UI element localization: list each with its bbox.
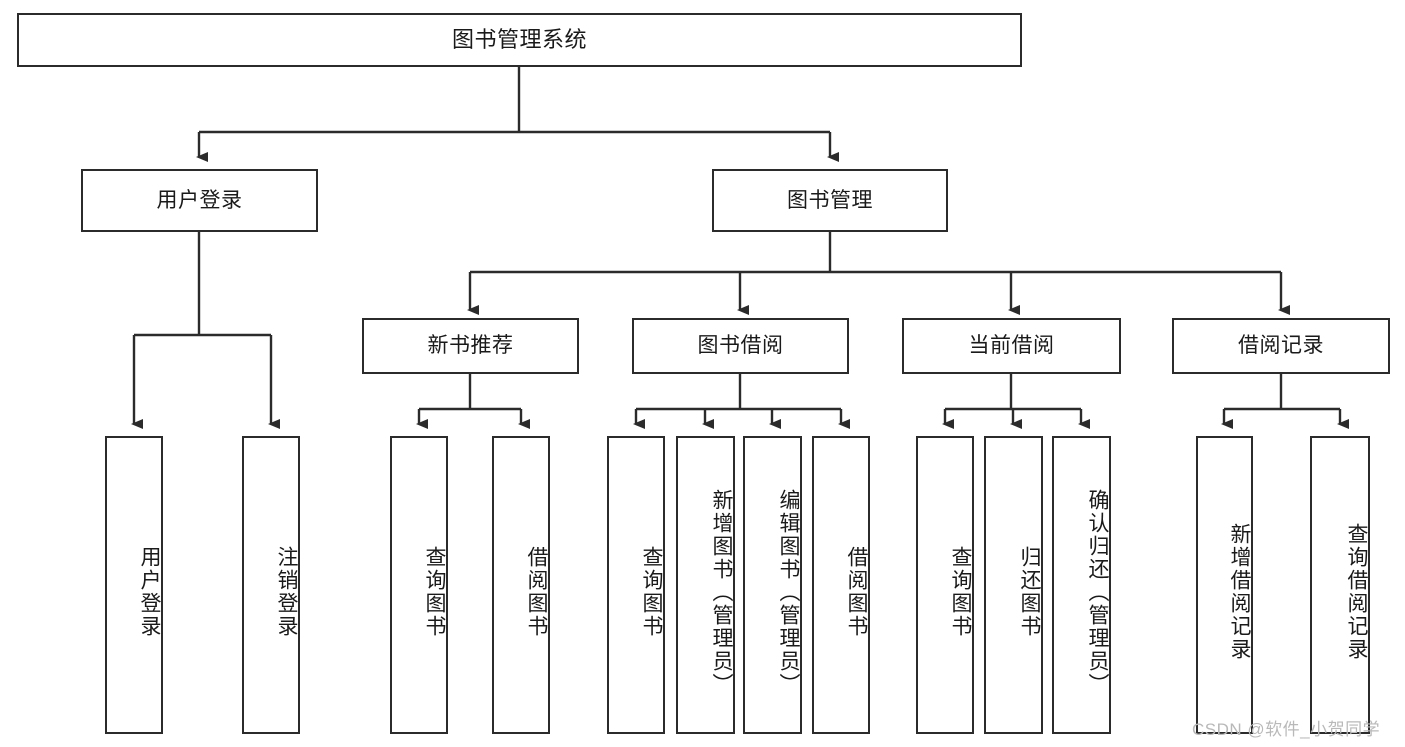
node-label: 确认归还（管理员） <box>1086 488 1109 696</box>
leaf-add-book[interactable]: 新增图书（管理员） <box>676 436 735 734</box>
node-label: 图书管理系统 <box>451 26 587 52</box>
leaf-borrow-book-recommend[interactable]: 借阅图书 <box>492 436 550 734</box>
leaf-query-book-borrow[interactable]: 查询图书 <box>607 436 665 734</box>
node-borrow-record[interactable]: 借阅记录 <box>1172 318 1390 374</box>
leaf-add-borrow-record[interactable]: 新增借阅记录 <box>1196 436 1253 734</box>
leaf-user-login[interactable]: 用户登录 <box>105 436 163 734</box>
node-label: 新增借阅记录 <box>1228 523 1251 661</box>
leaf-edit-book[interactable]: 编辑图书（管理员） <box>743 436 802 734</box>
leaf-confirm-return[interactable]: 确认归还（管理员） <box>1052 436 1111 734</box>
node-root-system[interactable]: 图书管理系统 <box>17 13 1022 67</box>
node-user-login[interactable]: 用户登录 <box>81 169 318 232</box>
node-label: 图书借阅 <box>697 334 784 358</box>
leaf-query-book-current[interactable]: 查询图书 <box>916 436 974 734</box>
node-label: 查询图书 <box>640 546 663 638</box>
node-label: 用户登录 <box>138 546 161 638</box>
node-label: 查询图书 <box>949 546 972 638</box>
node-label: 编辑图书（管理员） <box>777 488 800 696</box>
node-label: 借阅图书 <box>845 546 868 638</box>
node-label: 查询借阅记录 <box>1345 523 1368 661</box>
leaf-borrow-book[interactable]: 借阅图书 <box>812 436 870 734</box>
node-label: 借阅记录 <box>1238 334 1324 358</box>
node-label: 借阅图书 <box>525 546 548 638</box>
node-book-management[interactable]: 图书管理 <box>712 169 948 232</box>
node-new-book-recommend[interactable]: 新书推荐 <box>362 318 579 374</box>
leaf-logout-login[interactable]: 注销登录 <box>242 436 300 734</box>
node-label: 归还图书 <box>1018 546 1041 638</box>
node-label: 图书管理 <box>787 188 873 212</box>
node-label: 用户登录 <box>156 188 243 212</box>
node-label: 查询图书 <box>423 546 446 638</box>
node-label: 当前借阅 <box>968 334 1055 358</box>
node-label: 新书推荐 <box>427 334 514 358</box>
node-current-borrow[interactable]: 当前借阅 <box>902 318 1121 374</box>
csdn-watermark: CSDN @软件_小贺同学 <box>1192 720 1381 739</box>
node-label: 新增图书（管理员） <box>710 488 733 696</box>
node-label: 注销登录 <box>275 546 298 638</box>
node-book-borrow[interactable]: 图书借阅 <box>632 318 849 374</box>
leaf-query-book-recommend[interactable]: 查询图书 <box>390 436 448 734</box>
leaf-return-book[interactable]: 归还图书 <box>984 436 1043 734</box>
leaf-query-borrow-record[interactable]: 查询借阅记录 <box>1310 436 1370 734</box>
